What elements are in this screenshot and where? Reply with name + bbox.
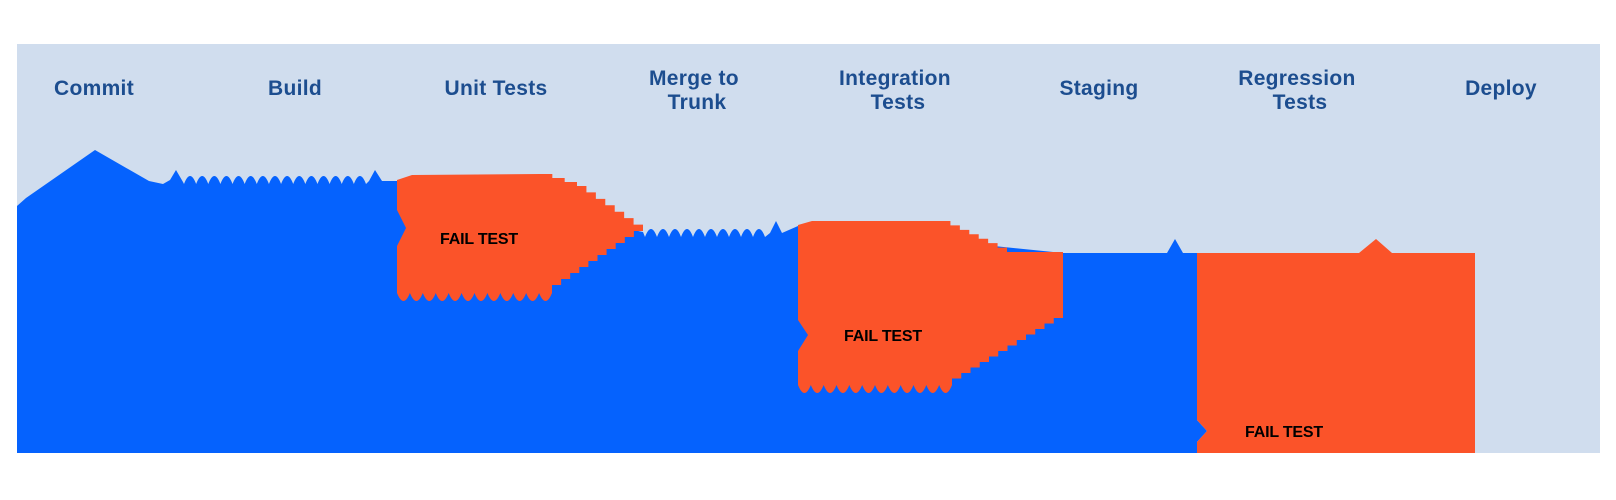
fail-test-label-2: FAIL TEST [844,328,922,345]
stage-label-commit: Commit [54,77,134,100]
stage-label-line: Integration [839,67,951,90]
stage-label-staging: Staging [1059,77,1138,100]
stage-label-line: Regression [1238,67,1355,90]
stage-labels: Commit Build Unit Tests Merge to Trunk I… [54,67,1537,114]
fail-test-blob-integration-tests [798,221,1063,393]
stage-label-unit-tests: Unit Tests [445,77,548,100]
stage-label-line: Trunk [668,91,727,114]
fail-test-blob-regression-tests [1197,239,1475,453]
stage-label-build: Build [268,77,322,100]
fail-test-label-3: FAIL TEST [1245,424,1323,441]
stage-label-regression-tests: Regression Tests [1238,67,1362,114]
fail-test-labels: FAIL TEST FAIL TEST FAIL TEST [440,231,1324,441]
stage-label-line: Tests [1273,91,1328,114]
fail-test-blob-unit-tests [397,174,643,301]
stage-label-deploy: Deploy [1465,77,1537,100]
stage-label-integration-tests: Integration Tests [839,67,957,114]
stage-label-line: Tests [871,91,926,114]
fail-test-label-1: FAIL TEST [440,231,518,248]
stage-label-merge-to-trunk: Merge to Trunk [649,67,745,114]
stage-label-line: Merge to [649,67,739,90]
